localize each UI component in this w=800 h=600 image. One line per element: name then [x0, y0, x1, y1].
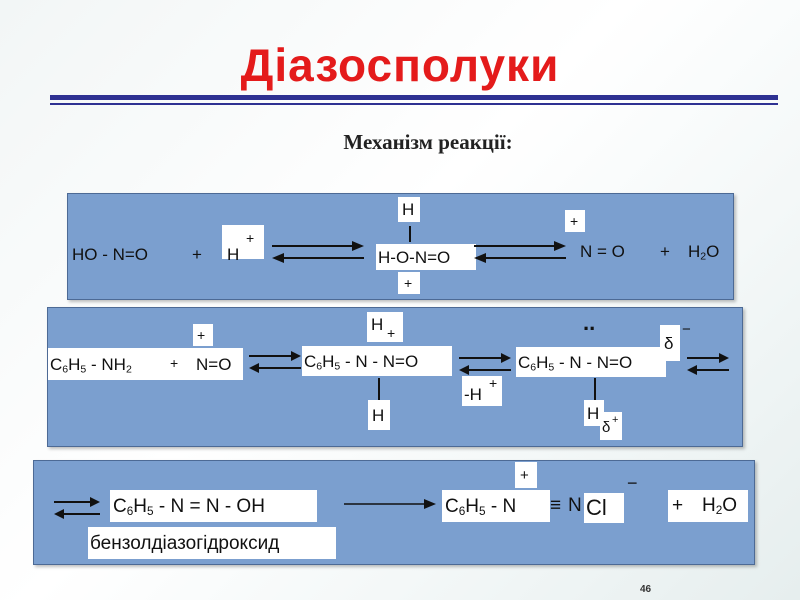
nitrosonium-charge: +: [565, 210, 585, 232]
reaction-arrow: [344, 499, 436, 509]
water: H2O: [688, 242, 720, 263]
page-number: 46: [640, 584, 652, 595]
equilibrium-arrows-2: [474, 241, 566, 263]
nitrosonium: N = O: [580, 242, 625, 261]
benzenediazohydroxide-formula: C6H5 - N = N - OH: [110, 490, 317, 522]
title-underline: [50, 95, 778, 100]
n-nitrosoanilinium: C6H5 - N - N=O: [302, 346, 452, 376]
plus-sign-2: +: [660, 242, 670, 261]
diazonium-salt: C6H5 - N: [442, 490, 550, 522]
n-nitrosoaniline: C6H5 - N - N=O: [516, 347, 666, 377]
benzenediazohydroxide-name: бензолдіазогідроксид: [88, 527, 336, 559]
triple-bond: ≡: [550, 495, 562, 516]
equilibrium-arrows-6: [54, 497, 100, 519]
h-top: H: [398, 197, 420, 222]
bond-line-2: [378, 378, 380, 400]
minus-proton: -H +: [462, 376, 502, 406]
equilibrium-arrows-3: [249, 351, 301, 373]
h-bottom-2: H: [584, 400, 604, 426]
equilibrium-arrows-1: [272, 241, 364, 263]
lone-pair: ..: [583, 310, 596, 335]
chloride: Cl: [584, 493, 624, 523]
delta-plus: δ +: [600, 412, 622, 440]
bond-line-3: [594, 378, 596, 400]
charge-plus-no: +: [193, 324, 213, 346]
water-product: + H2O: [668, 490, 748, 522]
aniline-plus-nitrosonium: C6H5 - NH2 + N=O: [48, 348, 243, 380]
slide-subtitle: Механізм реакції:: [343, 130, 513, 154]
title-underline-thin: [50, 103, 778, 105]
h-top-2: H +: [367, 312, 403, 342]
diazonium-n: N: [568, 495, 582, 516]
charge-plus: +: [398, 272, 420, 294]
salt-charge: +: [515, 462, 537, 488]
plus-sign: +: [192, 245, 202, 264]
delta-minus: δ: [660, 325, 680, 361]
delta-minus-sign: −: [682, 321, 691, 338]
proton: H +: [222, 225, 264, 263]
chloride-charge: −: [627, 473, 638, 493]
equilibrium-arrows-5: [687, 353, 729, 375]
equilibrium-arrows-4: [459, 353, 511, 375]
protonated-acid: H-O-N=O: [376, 244, 476, 270]
bond-line: [409, 226, 411, 242]
nitrous-acid: HO - N=O: [72, 245, 149, 264]
h-bottom: H: [368, 400, 390, 430]
slide-title: Діазосполуки: [240, 39, 560, 91]
